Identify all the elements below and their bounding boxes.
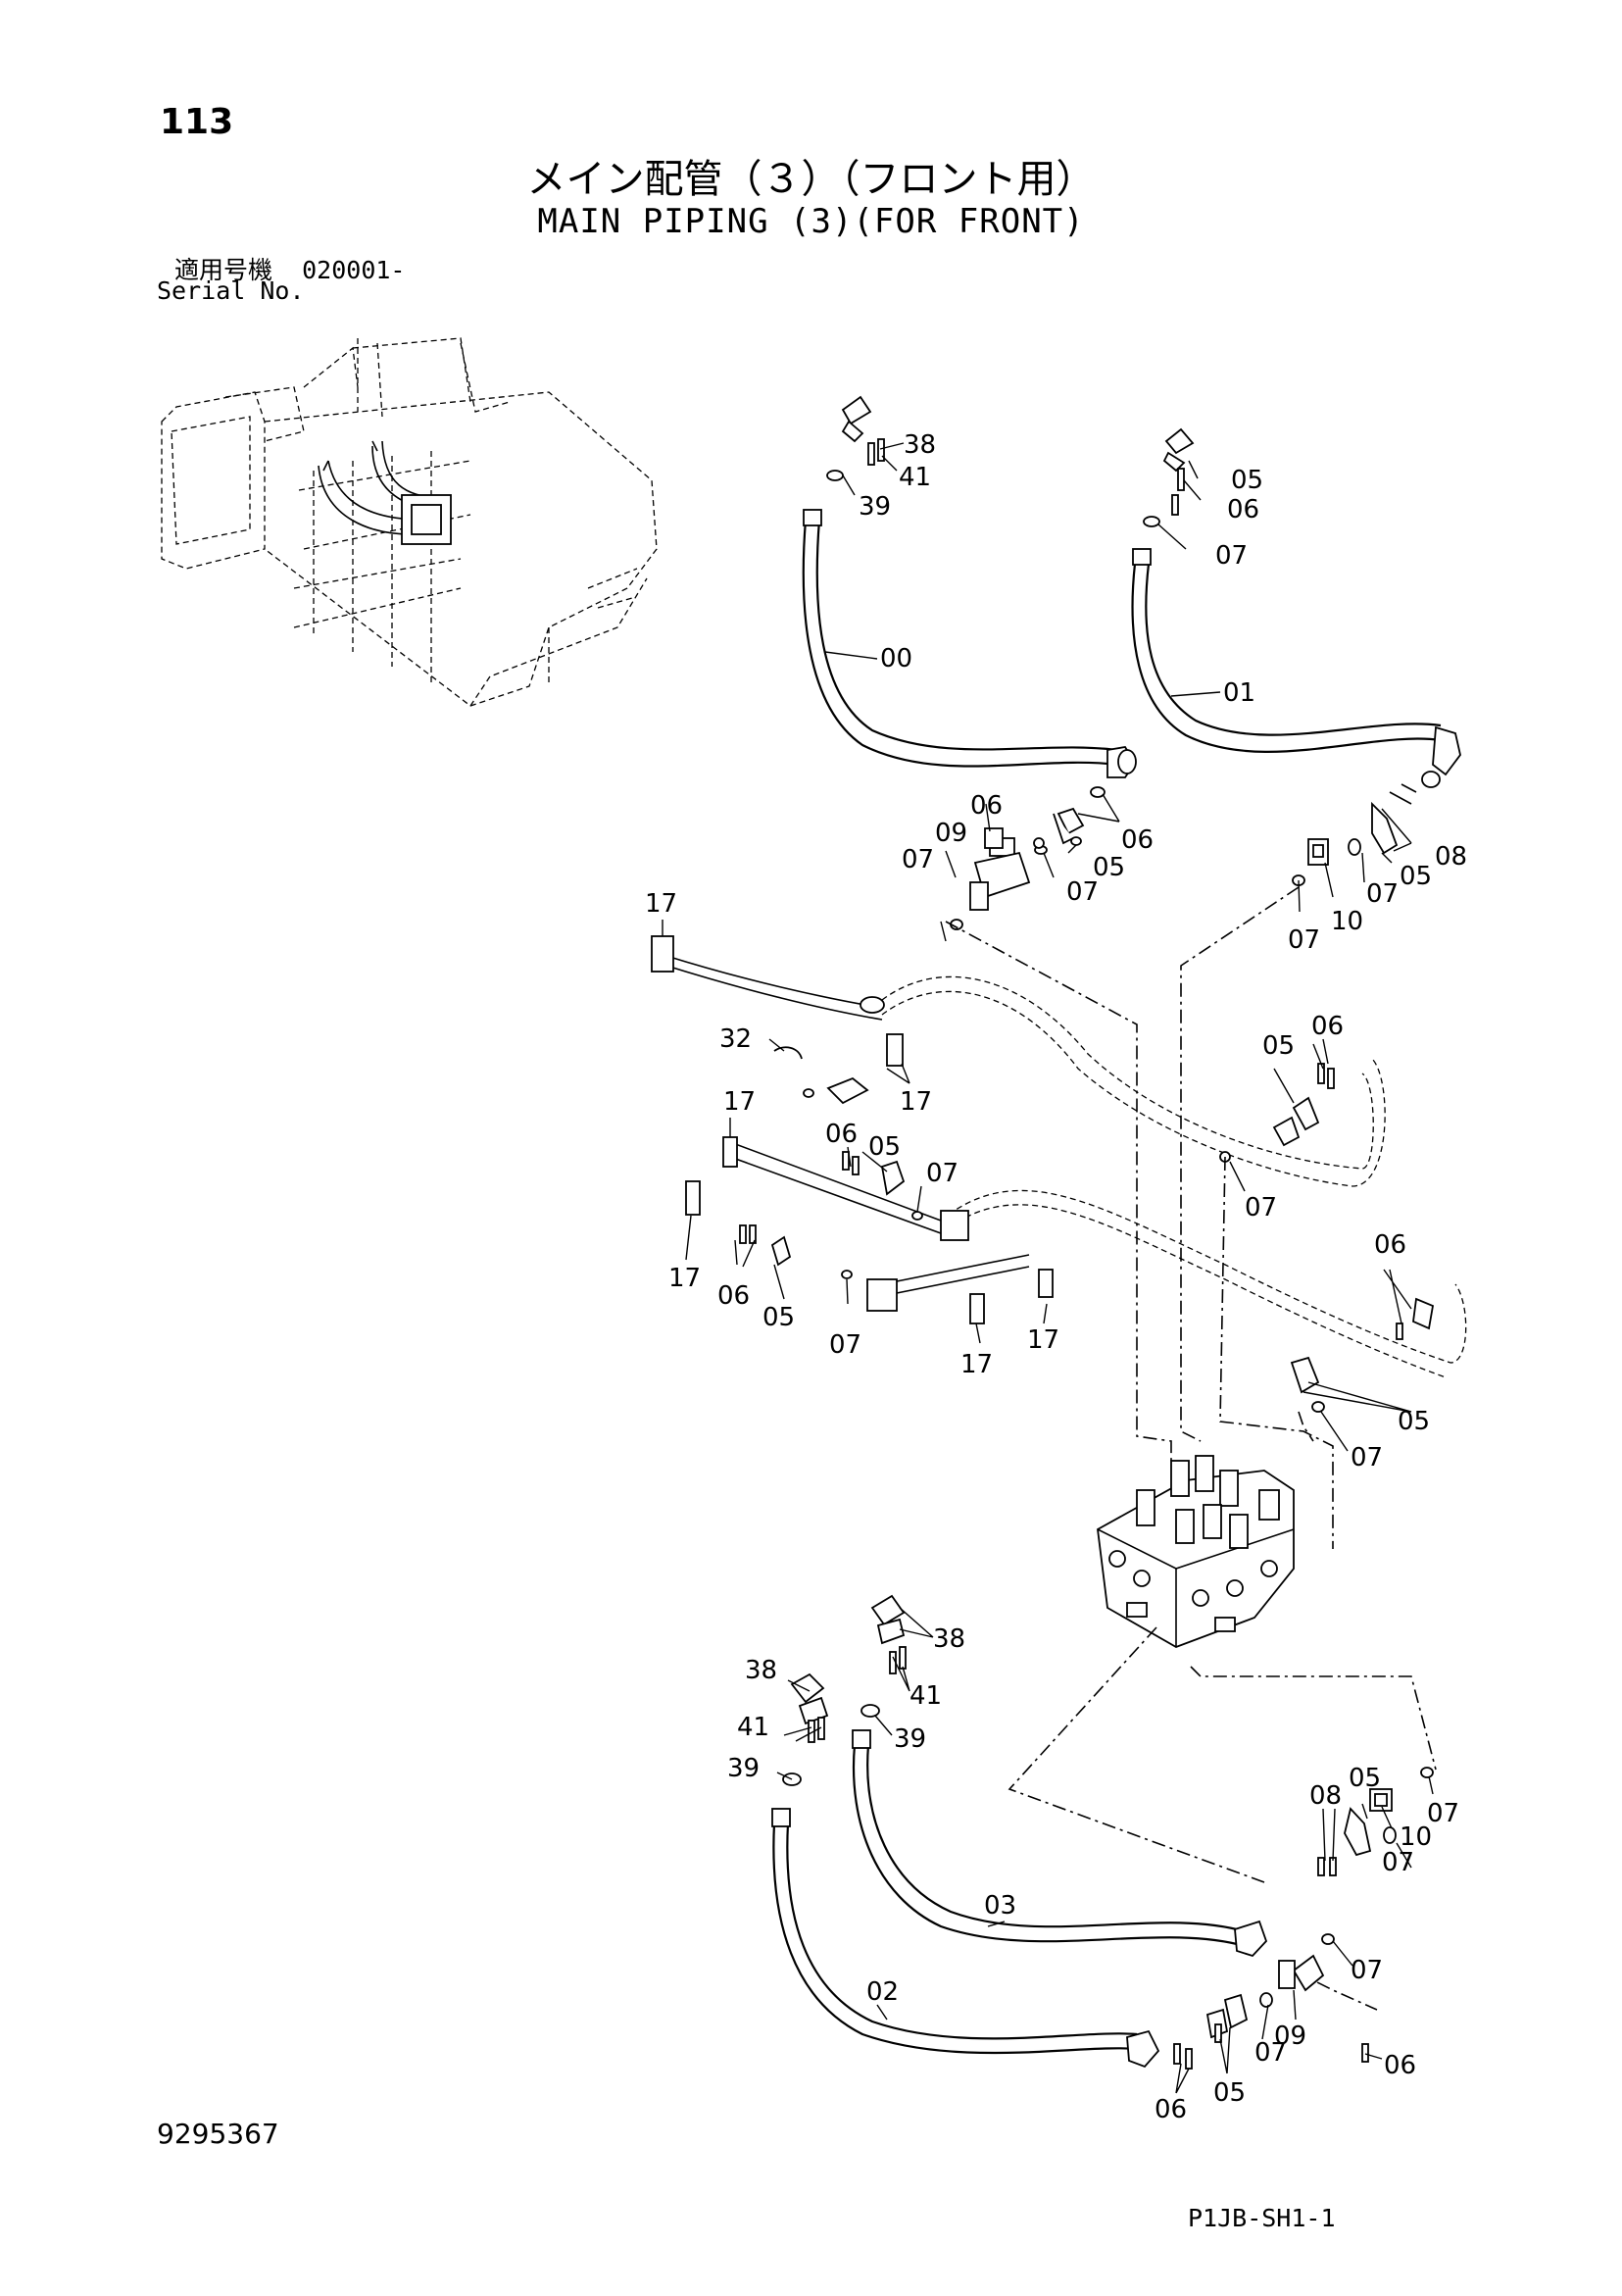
- callout-labels: 38 41 39 00 05 06 07 01 06 09 07 06 05 0…: [645, 430, 1467, 2124]
- callout-17: 17: [645, 889, 677, 919]
- hose-01: [1131, 427, 1461, 788]
- callout-07: 07: [1066, 877, 1099, 907]
- document-number: 9295367: [157, 2118, 279, 2150]
- callout-03: 03: [984, 1891, 1016, 1921]
- callout-10: 10: [1400, 1822, 1432, 1852]
- callout-39: 39: [727, 1754, 760, 1783]
- callout-07: 07: [1351, 1956, 1383, 1985]
- page-title-english: MAIN PIPING (3)(FOR FRONT): [537, 202, 1085, 241]
- callout-05: 05: [1213, 2078, 1246, 2108]
- callout-17: 17: [1027, 1325, 1059, 1355]
- callout-06: 06: [1155, 2095, 1187, 2124]
- callout-06: 06: [717, 1281, 750, 1311]
- callout-41: 41: [899, 463, 931, 492]
- callout-01: 01: [1223, 678, 1255, 708]
- callout-05: 05: [1400, 862, 1432, 891]
- callout-05: 05: [1231, 466, 1263, 495]
- callout-07: 07: [1382, 1848, 1414, 1877]
- callout-05: 05: [1398, 1407, 1430, 1436]
- callout-07: 07: [1427, 1799, 1459, 1828]
- callout-17: 17: [960, 1350, 993, 1379]
- serial-range: 適用号機 020001-: [174, 251, 405, 286]
- callout-07: 07: [1254, 2038, 1287, 2068]
- machine-overview-illustration: [161, 337, 658, 707]
- callout-38: 38: [745, 1656, 777, 1685]
- callout-06: 06: [1121, 825, 1154, 855]
- serial-value: 020001-: [302, 256, 406, 284]
- callout-07: 07: [1366, 879, 1399, 909]
- callout-07: 07: [1245, 1193, 1277, 1223]
- callout-07: 07: [1288, 925, 1320, 955]
- hose-02: [771, 1672, 1160, 2069]
- serial-label-english: Serial No.: [157, 276, 305, 305]
- callout-10: 10: [1331, 907, 1363, 936]
- callout-06: 06: [970, 791, 1003, 821]
- callout-17: 17: [668, 1264, 701, 1293]
- callout-08: 08: [1435, 842, 1467, 872]
- callout-38: 38: [933, 1624, 965, 1654]
- dashed-connection-lines: [945, 886, 1437, 2011]
- steel-pipe-lower: [685, 1063, 1467, 1413]
- callout-39: 39: [894, 1724, 926, 1754]
- callout-06: 06: [1384, 2051, 1416, 2080]
- callout-02: 02: [866, 1977, 899, 2007]
- upper-flange-fittings: [950, 783, 1417, 930]
- callout-05: 05: [762, 1303, 795, 1332]
- page-number: 113: [160, 102, 234, 142]
- callout-17: 17: [723, 1087, 756, 1117]
- callout-41: 41: [909, 1681, 942, 1711]
- callout-06: 06: [1311, 1012, 1344, 1041]
- callout-32: 32: [719, 1024, 752, 1054]
- callout-09: 09: [1274, 2021, 1306, 2051]
- callout-07: 07: [1215, 541, 1248, 571]
- callout-05: 05: [1349, 1764, 1381, 1793]
- page-title-japanese: メイン配管（３）（フロント用）: [526, 157, 1096, 202]
- callout-07: 07: [926, 1159, 958, 1188]
- callout-38: 38: [904, 430, 936, 460]
- callout-leader-lines: [662, 442, 1434, 2094]
- callout-09: 09: [935, 819, 967, 848]
- callout-05: 05: [1093, 853, 1125, 882]
- callout-39: 39: [859, 492, 891, 522]
- drawing-code: P1JB-SH1-1: [1188, 2204, 1336, 2232]
- callout-05: 05: [868, 1132, 901, 1162]
- callout-07: 07: [902, 845, 934, 874]
- hose-03: [852, 1594, 1268, 1958]
- steel-pipe-upper: [651, 935, 1386, 1187]
- callout-07: 07: [1351, 1443, 1383, 1472]
- callout-05: 05: [1262, 1031, 1295, 1061]
- callout-17: 17: [900, 1087, 932, 1117]
- callout-06: 06: [1374, 1230, 1406, 1260]
- hose-00: [802, 395, 1137, 778]
- callout-07: 07: [829, 1330, 861, 1360]
- callout-41: 41: [737, 1713, 769, 1742]
- callout-00: 00: [880, 644, 912, 674]
- control-valve: [1097, 1455, 1295, 1648]
- callout-06: 06: [825, 1120, 858, 1149]
- callout-08: 08: [1309, 1781, 1342, 1811]
- callout-06: 06: [1227, 495, 1259, 524]
- lower-flange-fittings: [1173, 1767, 1434, 2070]
- serial-label-japanese: 適用号機: [174, 256, 273, 284]
